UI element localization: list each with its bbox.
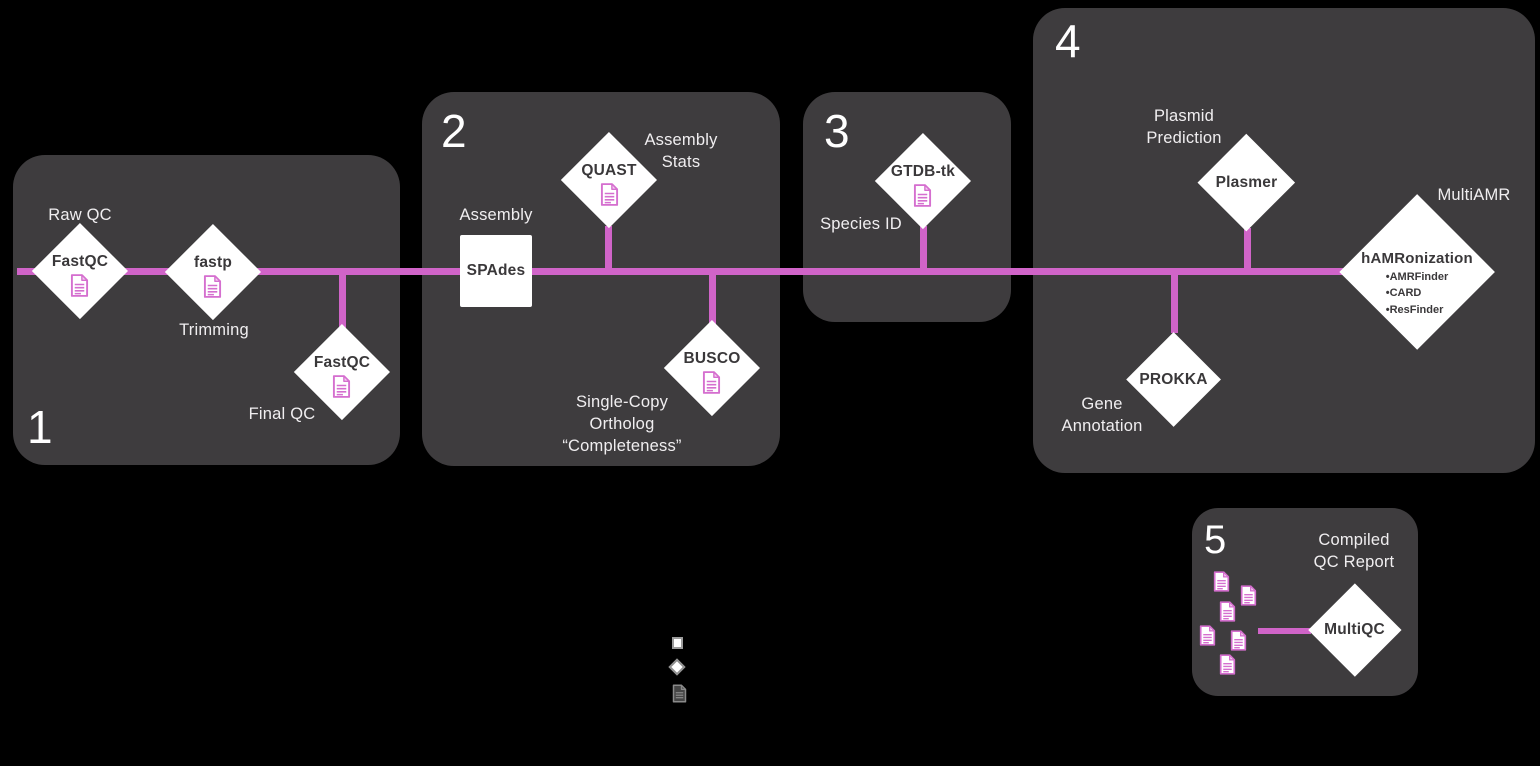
tool-node-multiqc: MultiQC [1307,582,1401,676]
report-document-icon [1219,654,1236,675]
label-final-qc: Final QC [248,405,316,423]
tool-name: MultiQC [1324,620,1385,638]
label-gene-annotation: Gene Annotation [1061,395,1143,435]
connector-final-fastqc [339,271,346,328]
connector-busco [709,271,716,324]
tool-name: fastp [193,254,233,271]
report-document-icon [1213,571,1230,592]
hamronization-component-list: AMRFinder CARD ResFinder [1386,269,1449,319]
report-document-icon [1219,601,1236,622]
legend-tool-diamond-icon [668,658,686,676]
tool-name: GTDB-tk [890,163,956,180]
tool-name: FastQC [51,253,109,270]
stage-number-3: 3 [824,105,850,157]
tool-name: FastQC [313,354,371,371]
report-document-icon [332,375,351,398]
label-assembly: Assembly [459,206,533,224]
tool-node-hamronization: hAMRonization AMRFinder CARD ResFinder [1339,194,1495,350]
tool-node-fastqc-final: FastQC [294,324,390,420]
connector-plasmer [1244,228,1251,271]
label-multiamr: MultiAMR [1437,186,1511,204]
tool-node-plasmer: Plasmer [1198,134,1295,231]
stage-number-5: 5 [1204,518,1227,562]
tool-name: hAMRonization [1361,249,1473,267]
report-document-icon [70,274,89,297]
tool-node-prokka: PROKKA [1125,331,1221,427]
report-document-icon [1240,585,1257,606]
stage-number-2: 2 [441,105,467,157]
tool-name: BUSCO [683,350,741,367]
label-compiled-qc-report: Compiled QC Report [1313,531,1395,571]
report-document-icon [203,275,222,298]
tool-node-quast: QUAST [561,132,657,228]
multiqc-input-line [1258,628,1311,634]
label-single-copy-ortholog: Single-Copy Ortholog “Completeness” [562,393,682,455]
tool-node-busco: BUSCO [664,320,760,416]
connector-prokka [1171,271,1178,333]
tool-name: PROKKA [1139,370,1208,388]
tool-node-fastqc-raw: FastQC [32,223,128,319]
tool-node-gtdbtk: GTDB-tk [875,133,971,229]
hamronization-component: CARD [1386,285,1449,302]
label-raw-qc: Raw QC [48,206,112,224]
report-document-icon [913,184,932,207]
connector-quast [605,226,612,271]
tool-name: QUAST [581,162,637,179]
hamronization-component: AMRFinder [1386,269,1449,286]
label-species-id: Species ID [820,215,902,233]
main-pipeline-line [17,268,1345,275]
stage-number-1: 1 [27,401,53,453]
label-plasmid-prediction: Plasmid Prediction [1146,107,1222,147]
report-document-icon [702,371,721,394]
tool-name: SPAdes [466,262,526,279]
connector-gtdbtk [920,226,927,271]
tool-node-fastp: fastp [165,224,261,320]
stage-number-4: 4 [1055,15,1081,67]
label-assembly-stats: Assembly Stats [644,131,718,171]
legend-report-document-icon [672,684,687,703]
legend-process-square-icon [672,637,683,649]
label-trimming: Trimming [179,321,249,339]
report-document-icon [1199,625,1216,646]
tool-name: Plasmer [1215,173,1278,191]
hamronization-component: ResFinder [1386,302,1449,319]
report-document-icon [600,183,619,206]
tool-node-spades: SPAdes [460,235,532,307]
report-document-icon [1230,630,1247,651]
